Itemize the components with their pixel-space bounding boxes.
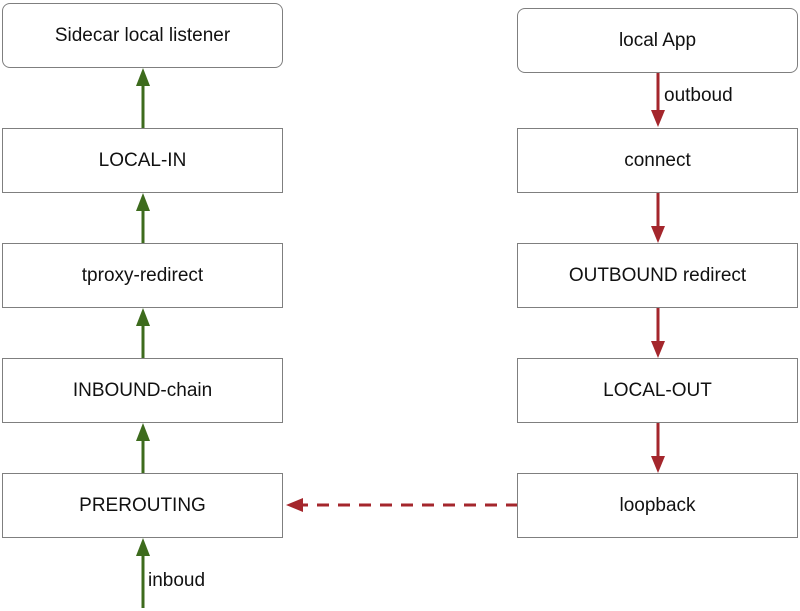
arrowhead-prerouting-to-inbound-chain — [136, 423, 150, 441]
prerouting-label: PREROUTING — [79, 494, 206, 516]
outbound-redirect-box: OUTBOUND redirect — [517, 243, 798, 308]
sidecar-local-listener-box: Sidecar local listener — [2, 3, 283, 68]
local-app-box: local App — [517, 8, 798, 73]
prerouting-box: PREROUTING — [2, 473, 283, 538]
outbound-arrows — [651, 73, 665, 473]
connect-box: connect — [517, 128, 798, 193]
inbound-chain-label: INBOUND-chain — [72, 379, 213, 401]
local-app-label: local App — [618, 29, 697, 51]
inbound-arrows — [136, 68, 150, 608]
inbound-text: inboud — [148, 570, 206, 591]
tproxy-redirect-label: tproxy-redirect — [81, 264, 204, 286]
local-out-label: LOCAL-OUT — [603, 379, 712, 401]
connect-label: connect — [624, 149, 691, 171]
local-in-box: LOCAL-IN — [2, 128, 283, 193]
arrowhead-inbound-chain-to-tproxy — [136, 308, 150, 326]
sidecar-local-listener-label: Sidecar local listener — [54, 24, 231, 46]
outbound-redirect-label: OUTBOUND redirect — [568, 264, 747, 286]
local-in-label: LOCAL-IN — [98, 149, 187, 171]
arrowhead-app-to-connect — [651, 110, 665, 127]
arrowhead-connect-to-outbound-redirect — [651, 226, 665, 243]
loopback-box: loopback — [517, 473, 798, 538]
loopback-dashed-arrow — [286, 498, 518, 512]
arrowhead-tproxy-to-local-in — [136, 193, 150, 211]
local-out-box: LOCAL-OUT — [517, 358, 798, 423]
arrowhead-local-in-to-sidecar — [136, 68, 150, 86]
inbound-chain-box: INBOUND-chain — [2, 358, 283, 423]
loopback-label: loopback — [619, 494, 696, 516]
dashed-loopback-arrowhead — [286, 498, 303, 512]
arrowhead-inbound-to-prerouting — [136, 538, 150, 556]
tproxy-redirect-box: tproxy-redirect — [2, 243, 283, 308]
arrowhead-outbound-redirect-to-local-out — [651, 341, 665, 358]
outbound-text: outboud — [664, 85, 733, 106]
arrowhead-local-out-to-loopback — [651, 456, 665, 473]
